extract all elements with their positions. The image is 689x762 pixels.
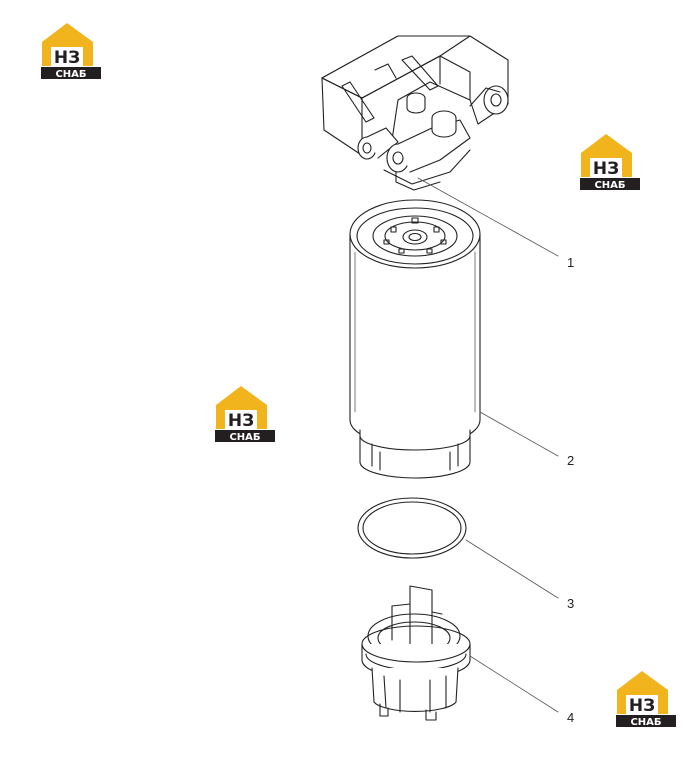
leader-line-2 — [479, 411, 559, 457]
callout-labels: 1 2 3 4 — [567, 255, 574, 725]
o-ring — [357, 497, 467, 559]
watermark-logo: НЗ СНАБ — [39, 20, 105, 82]
svg-text:СНАБ: СНАБ — [229, 432, 260, 443]
house-logo-icon: НЗ СНАБ — [41, 23, 101, 80]
house-logo-icon: НЗ СНАБ — [580, 134, 640, 191]
svg-text:НЗ: НЗ — [629, 696, 655, 716]
svg-text:СНАБ: СНАБ — [55, 69, 86, 80]
watermark-logo: НЗ СНАБ — [213, 383, 279, 445]
svg-text:НЗ: НЗ — [228, 411, 254, 431]
leader-lines — [417, 177, 559, 713]
callout-2: 2 — [567, 453, 574, 468]
svg-text:НЗ: НЗ — [54, 48, 80, 68]
leader-line-3 — [465, 539, 559, 599]
svg-text:СНАБ: СНАБ — [630, 717, 661, 728]
house-logo-icon: НЗ СНАБ — [215, 386, 275, 443]
svg-text:НЗ: НЗ — [593, 159, 619, 179]
callout-3: 3 — [567, 596, 574, 611]
watermark-logo: НЗ СНАБ — [614, 668, 680, 730]
house-logo-icon: НЗ СНАБ — [616, 671, 676, 728]
filter-head — [321, 35, 509, 191]
filter-cartridge — [349, 199, 481, 479]
leader-line-1 — [417, 177, 559, 257]
callout-4: 4 — [567, 710, 574, 725]
watermark-logo: НЗ СНАБ — [578, 131, 644, 193]
callout-1: 1 — [567, 255, 574, 270]
drain-bowl — [361, 585, 471, 721]
leader-line-4 — [469, 655, 559, 713]
svg-text:СНАБ: СНАБ — [594, 180, 625, 191]
